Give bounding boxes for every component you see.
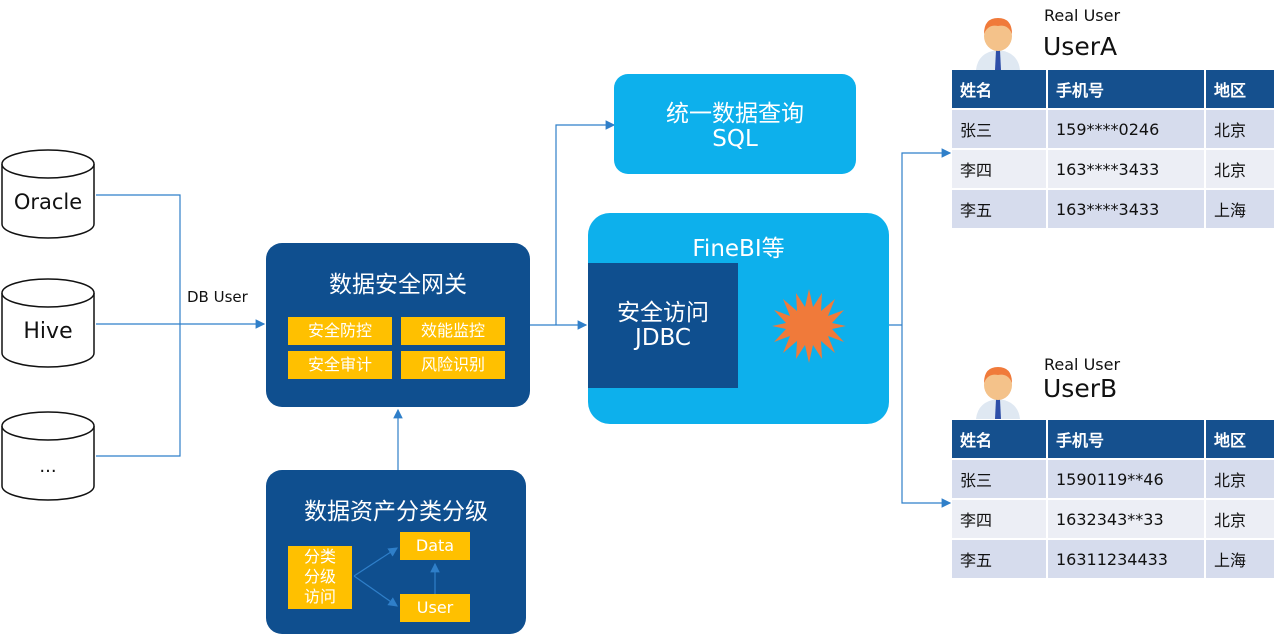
unified-query-box: 统一数据查询 SQL [614, 74, 856, 174]
user-a-avatar [976, 18, 1020, 70]
cell: 1632343**33 [1048, 500, 1204, 538]
user-tag: User [400, 594, 470, 622]
cell: 李四 [952, 500, 1046, 538]
user-a-caption: Real User [1044, 6, 1121, 25]
classification-arrows [353, 547, 399, 607]
database-label: Hive [23, 319, 73, 344]
cell: 李五 [952, 540, 1046, 578]
database-cylinder-hive: Hive [0, 277, 96, 369]
table-header-row: 姓名 手机号 地区 [952, 70, 1274, 108]
table-row: 李五 16311234433 上海 [952, 540, 1274, 578]
access-line: 访问 [303, 587, 336, 606]
user-b-name: UserB [1043, 374, 1118, 403]
database-icon [1, 149, 95, 239]
access-line: 分级 [303, 567, 336, 586]
cell: 北京 [1206, 150, 1274, 188]
header-cell: 姓名 [952, 420, 1046, 458]
secure-access-label: 安全访问 [617, 300, 709, 326]
user-a-name: UserA [1043, 32, 1118, 61]
table-header-row: 姓名 手机号 地区 [952, 420, 1274, 458]
cell: 北京 [1206, 460, 1274, 498]
access-line: 分类 [303, 547, 336, 566]
user-b-caption: Real User [1044, 355, 1121, 374]
header-cell: 姓名 [952, 70, 1046, 108]
cell: 北京 [1206, 500, 1274, 538]
cell: 16311234433 [1048, 540, 1204, 578]
header-cell: 手机号 [1048, 420, 1204, 458]
finebi-title: FineBI等 [692, 236, 785, 262]
jdbc-label: JDBC [635, 325, 691, 351]
cell: 李五 [952, 190, 1046, 228]
gateway-title: 数据安全网关 [329, 272, 467, 298]
feature-tag: 安全防控 [288, 317, 392, 345]
cell: 上海 [1206, 540, 1274, 578]
table-row: 李四 163****3433 北京 [952, 150, 1274, 188]
header-cell: 地区 [1206, 420, 1274, 458]
user-a-table: 姓名 手机号 地区 张三 159****0246 北京 李四 163****34… [950, 68, 1276, 230]
table-row: 张三 1590119**46 北京 [952, 460, 1274, 498]
table-row: 李五 163****3433 上海 [952, 190, 1274, 228]
database-icon [1, 278, 95, 368]
header-cell: 手机号 [1048, 70, 1204, 108]
feature-tag: 风险识别 [401, 351, 505, 379]
user-b-table: 姓名 手机号 地区 张三 1590119**46 北京 李四 1632343**… [950, 418, 1276, 580]
cell: 张三 [952, 460, 1046, 498]
data-security-gateway: 数据安全网关 安全防控 效能监控 安全审计 风险识别 [266, 243, 530, 407]
cell: 上海 [1206, 190, 1274, 228]
query-subtitle: SQL [712, 126, 758, 152]
starburst-icon [772, 289, 846, 363]
database-cylinder-oracle: Oracle [0, 148, 96, 240]
user-b-avatar [976, 367, 1020, 419]
header-cell: 地区 [1206, 70, 1274, 108]
query-title: 统一数据查询 [666, 101, 804, 127]
feature-tag: 安全审计 [288, 351, 392, 379]
finebi-box: FineBI等 安全访问 JDBC [588, 213, 889, 424]
cell: 159****0246 [1048, 110, 1204, 148]
cell: 北京 [1206, 110, 1274, 148]
feature-tag: 效能监控 [401, 317, 505, 345]
table-row: 张三 159****0246 北京 [952, 110, 1274, 148]
cell: 163****3433 [1048, 150, 1204, 188]
classification-title: 数据资产分类分级 [304, 499, 488, 525]
classification-access-box: 分类 分级 访问 [288, 546, 352, 609]
db-user-label: DB User [187, 288, 248, 306]
database-icon [1, 411, 95, 501]
table-row: 李四 1632343**33 北京 [952, 500, 1274, 538]
database-label: Oracle [13, 190, 83, 214]
cell: 163****3433 [1048, 190, 1204, 228]
data-asset-classification: 数据资产分类分级 分类 分级 访问 Data User [266, 470, 526, 634]
cell: 张三 [952, 110, 1046, 148]
cell: 1590119**46 [1048, 460, 1204, 498]
cell: 李四 [952, 150, 1046, 188]
secure-access-jdbc-box: 安全访问 JDBC [588, 263, 738, 388]
database-cylinder-more: ... [0, 410, 96, 502]
data-tag: Data [400, 532, 470, 560]
user-to-data-arrow [430, 562, 440, 594]
database-label: ... [39, 456, 57, 477]
